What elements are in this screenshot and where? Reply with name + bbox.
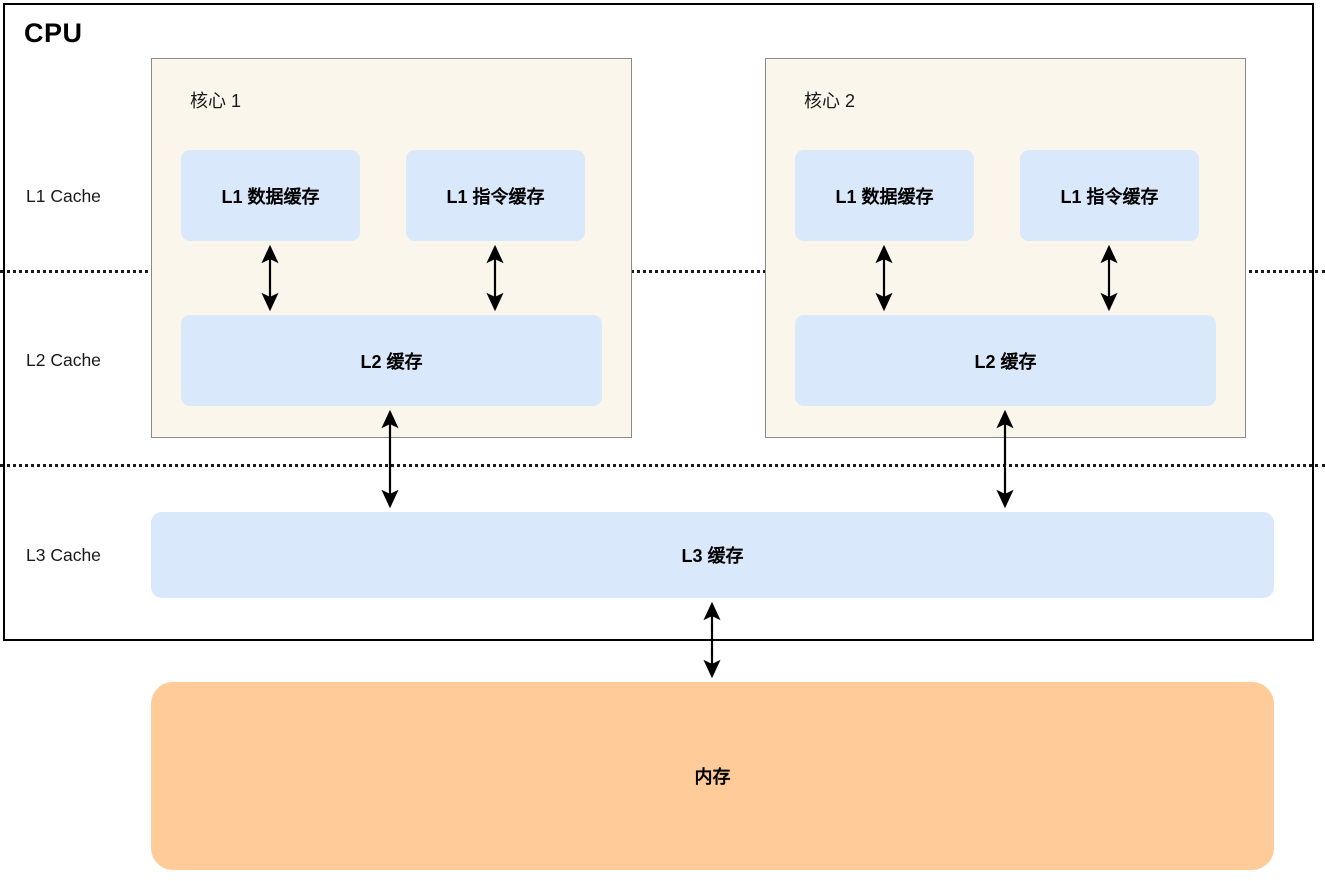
- core-1-l2-cache[interactable]: L2 缓存: [181, 315, 602, 406]
- core-2-l2-cache[interactable]: L2 缓存: [795, 315, 1216, 406]
- core-2-l1-data-cache[interactable]: L1 数据缓存: [795, 150, 974, 241]
- core-1-l1-instruction-cache[interactable]: L1 指令缓存: [406, 150, 585, 241]
- core-1-title: 核心 1: [190, 91, 242, 111]
- level-label-l2: L2 Cache: [26, 350, 101, 370]
- separator-l1-l2: [0, 270, 1325, 273]
- core-2-title: 核心 2: [804, 91, 856, 111]
- core-2-l1-instruction-cache[interactable]: L1 指令缓存: [1020, 150, 1199, 241]
- memory-block[interactable]: 内存: [151, 682, 1274, 870]
- level-label-l1: L1 Cache: [26, 186, 101, 206]
- l3-cache-block[interactable]: L3 缓存: [151, 512, 1274, 598]
- separator-l2-l3: [0, 464, 1325, 467]
- level-label-l3: L3 Cache: [26, 545, 101, 565]
- cpu-title: CPU: [24, 18, 83, 48]
- cpu-boundary: [3, 3, 1314, 641]
- core-1-l1-data-cache[interactable]: L1 数据缓存: [181, 150, 360, 241]
